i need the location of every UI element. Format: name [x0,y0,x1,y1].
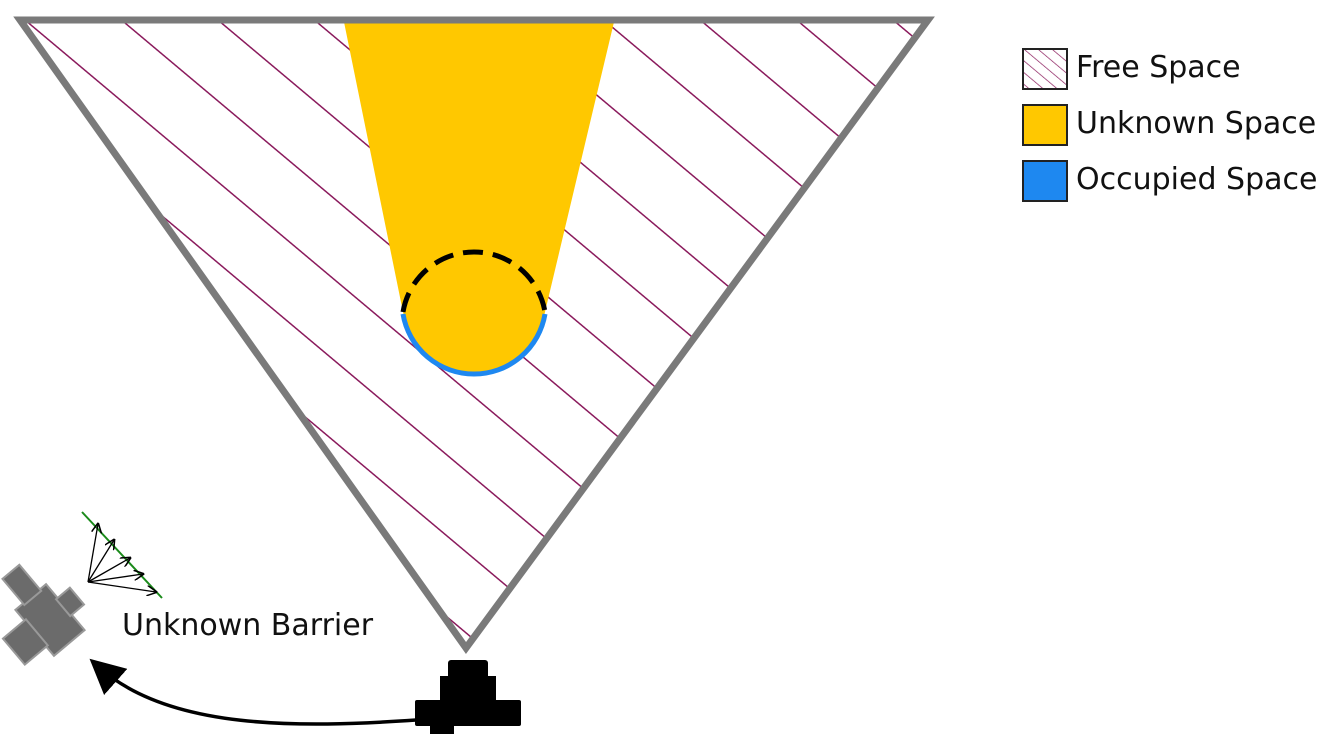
barrier-object-icon [1,563,87,667]
unknown-space-region [344,22,614,373]
object-occupied-boundary [400,313,548,377]
barrier-surface-line [81,511,163,599]
object-unknown-boundary [400,249,548,313]
legend-label-unknown-space: Unknown Space [1076,106,1317,141]
curved-arrow-icon [89,658,417,726]
free-space-swatch-icon [1022,48,1068,90]
fov-frame [13,16,935,654]
occupied-space-swatch-icon [1022,160,1068,202]
legend-label-free-space: Free Space [1076,50,1241,85]
legend-label-occupied-space: Occupied Space [1076,162,1318,197]
sensor-rays-icon [87,524,156,592]
unknown-barrier-label: Unknown Barrier [122,608,374,643]
unknown-space-swatch-icon [1022,104,1068,146]
camera-sensor-icon [415,660,521,734]
